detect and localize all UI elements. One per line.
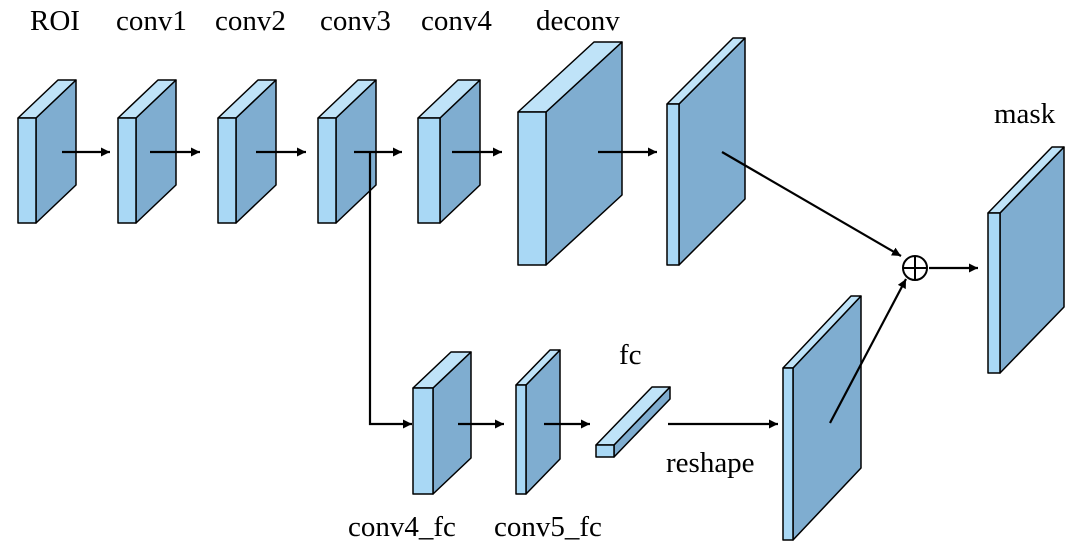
block-roi xyxy=(17,79,77,224)
edge-reshape-sum xyxy=(829,278,907,424)
sum-operator-icon xyxy=(902,255,928,281)
label-conv4-fc: conv4_fc xyxy=(348,511,456,543)
label-conv5-fc: conv5_fc xyxy=(494,511,602,543)
label-conv3: conv3 xyxy=(320,5,391,37)
block-front-face xyxy=(782,367,794,541)
label-mask: mask xyxy=(994,98,1056,130)
block-front-face xyxy=(117,117,137,224)
block-front-face xyxy=(517,111,547,266)
block-mask xyxy=(987,146,1065,374)
label-roi: ROI xyxy=(30,5,80,37)
label-reshape: reshape xyxy=(666,447,755,479)
block-front-face xyxy=(515,384,527,495)
block-front-face xyxy=(317,117,337,224)
block-front-face xyxy=(987,212,1001,374)
block-reshape xyxy=(782,295,862,541)
block-deconv xyxy=(517,41,623,266)
block-conv1 xyxy=(117,79,177,224)
block-conv3 xyxy=(317,79,377,224)
block-front-face xyxy=(217,117,237,224)
label-deconv: deconv xyxy=(536,5,620,37)
block-fc xyxy=(595,386,671,458)
label-conv4: conv4 xyxy=(421,5,492,37)
label-conv1: conv1 xyxy=(116,5,187,37)
block-deconv-out xyxy=(666,37,746,266)
block-conv4-fc xyxy=(412,351,472,495)
label-fc: fc xyxy=(619,339,642,371)
block-front-face xyxy=(417,117,441,224)
block-front-face xyxy=(17,117,37,224)
block-front-face xyxy=(412,387,434,495)
edge-deconv-out-sum xyxy=(721,151,902,257)
block-front-face xyxy=(666,103,680,266)
block-front-face xyxy=(595,444,615,458)
edge-conv3-conv4-fc xyxy=(368,152,412,429)
block-conv5-fc xyxy=(515,349,561,495)
label-conv2: conv2 xyxy=(215,5,286,37)
